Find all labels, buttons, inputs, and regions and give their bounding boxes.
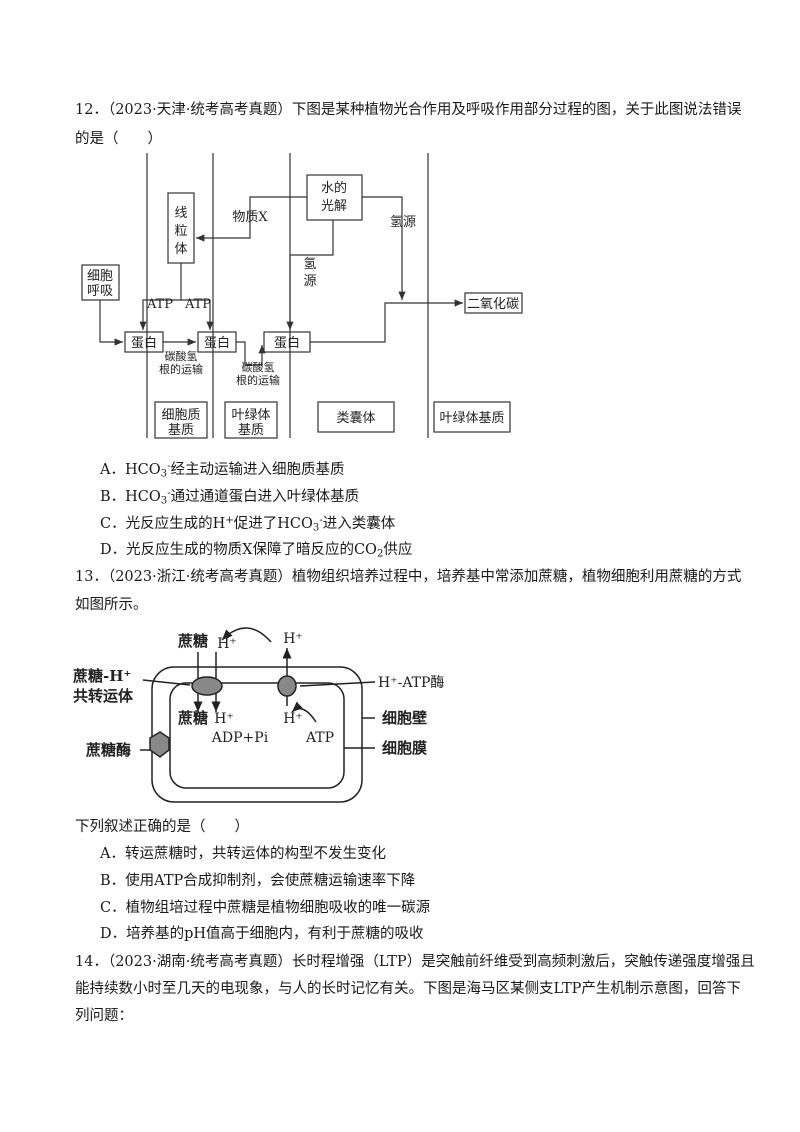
transport1-line1: 碳酸氢: [165, 349, 198, 363]
h-in-right: H⁺: [283, 711, 303, 727]
thylakoid-label-box: [317, 401, 395, 433]
stroma-left-label-1: 叶绿体: [231, 408, 270, 423]
stroma-right-label: 叶绿体基质: [439, 411, 504, 426]
water-label-2: 光解: [321, 199, 347, 214]
sucrose-top-label: 蔗糖: [177, 632, 208, 650]
q12-option-d[interactable]: D．光反应生成的物质X保障了暗反应的CO2供应: [100, 542, 413, 560]
protein-label-3: 蛋白: [274, 335, 300, 351]
sucrase-label: 蔗糖酶: [85, 741, 131, 759]
co2-label: 二氧化碳: [467, 297, 519, 312]
protein-label-2: 蛋白: [204, 335, 230, 351]
h-top-left: H⁺: [217, 636, 237, 652]
q12-stem-line1: 12．（2023·天津·统考高考真题）下图是某种植物光合作用及呼吸作用部分过程的…: [75, 102, 742, 118]
hydrogen-source-mid-2: 源: [303, 274, 316, 289]
cell-membrane: [169, 682, 345, 789]
q14-stem-line3: 列问题：: [75, 1008, 133, 1024]
q14-stem-line1: 14．（2023·湖南·统考高考真题）长时程增强（LTP）是突触前纤维受到高频刺…: [75, 954, 755, 970]
cotransporter-shape: [191, 676, 223, 696]
q13-option-b[interactable]: B．使用ATP合成抑制剂，会使蔗糖运输速率下降: [100, 873, 416, 889]
q12-option-c[interactable]: C．光反应生成的H+促进了HCO3-进入类囊体: [100, 514, 396, 534]
sucrose-in-label: 蔗糖: [177, 709, 208, 727]
q12-option-b[interactable]: B．HCO3-通过通道蛋白进入叶绿体基质: [100, 487, 360, 507]
transport1-line2: 根的运输: [159, 362, 203, 376]
hydrogen-source-right: 氢源: [390, 215, 416, 230]
q14-stem-line2: 能持续数小时至几天的电现象，与人的长时记忆有关。下图是海马区某侧支LTP产生机制…: [75, 981, 741, 997]
mito-char-2: 粒: [174, 224, 187, 239]
q13-option-c[interactable]: C．植物组培过程中蔗糖是植物细胞吸收的唯一碳源: [100, 900, 431, 916]
cotransporter-label-2: 共转运体: [73, 687, 134, 705]
mito-char-3: 体: [174, 242, 187, 257]
stroma-right-label-box: [433, 401, 511, 433]
stroma-left-label-box: [224, 401, 278, 439]
q13-option-d[interactable]: D．培养基的pH值高于细胞内，有利于蔗糖的吸收: [100, 926, 424, 942]
cytosol-label-1: 细胞质: [161, 408, 200, 423]
atp-label-2: ATP: [184, 297, 211, 312]
cotransporter-label-1: 蔗糖-H⁺: [72, 667, 131, 685]
water-label-1: 水的: [321, 180, 347, 196]
thylakoid-label: 类囊体: [336, 410, 375, 426]
substance-x-label: 物质X: [232, 210, 268, 225]
cell-wall: [151, 666, 363, 803]
q13-question: 下列叙述正确的是（ ）: [75, 819, 249, 835]
q12-option-a[interactable]: A．HCO3-经主动运输进入细胞质基质: [100, 460, 345, 480]
q12-diagram: 线 粒 体 水的 光解 物质X 氢源 氢 源 细胞 呼吸 ATP ATP 蛋白 …: [81, 153, 523, 439]
q13-stem-line2: 如图所示。: [75, 597, 148, 613]
h-atpase-shape: [277, 675, 297, 697]
co2-box: [464, 292, 523, 314]
adp-pi-label: ADP+Pi: [211, 730, 269, 746]
transport2-line1: 碳酸氢: [242, 360, 275, 374]
cytosol-label-box: [154, 401, 208, 439]
mito-char-1: 线: [174, 206, 187, 221]
sucrase-shape: [149, 731, 170, 758]
q13-diagram: 蔗糖 蔗糖-H⁺ 共转运体 蔗糖 细胞壁 细胞膜 蔗糖酶 H⁺ H⁺ H⁺-AT…: [72, 627, 444, 803]
h-top-right: H⁺: [283, 631, 303, 647]
protein-label-1: 蛋白: [131, 335, 157, 351]
cytosol-label-2: 基质: [168, 423, 194, 438]
atp-label-1: ATP: [146, 297, 173, 312]
hydrogen-source-mid-1: 氢: [303, 257, 316, 272]
atp-label: ATP: [305, 730, 334, 746]
transport2-line2: 根的运输: [236, 373, 280, 387]
h-in-left: H⁺: [214, 711, 234, 727]
cell-resp-label-2: 呼吸: [87, 284, 113, 299]
q13-stem-line1: 13．（2023·浙江·统考高考真题）植物组织培养过程中，培养基中常添加蔗糖，植…: [75, 569, 742, 585]
h-atpase-label: H⁺-ATP酶: [378, 675, 444, 691]
q12-stem-line2: 的是（ ）: [75, 131, 162, 147]
q13-option-a[interactable]: A．转运蔗糖时，共转运体的构型不发生变化: [100, 846, 386, 862]
cell-membrane-label: 细胞膜: [382, 739, 427, 757]
cell-resp-label-1: 细胞: [87, 269, 113, 284]
cell-wall-label: 细胞壁: [382, 709, 427, 727]
stroma-left-label-2: 基质: [238, 423, 264, 438]
